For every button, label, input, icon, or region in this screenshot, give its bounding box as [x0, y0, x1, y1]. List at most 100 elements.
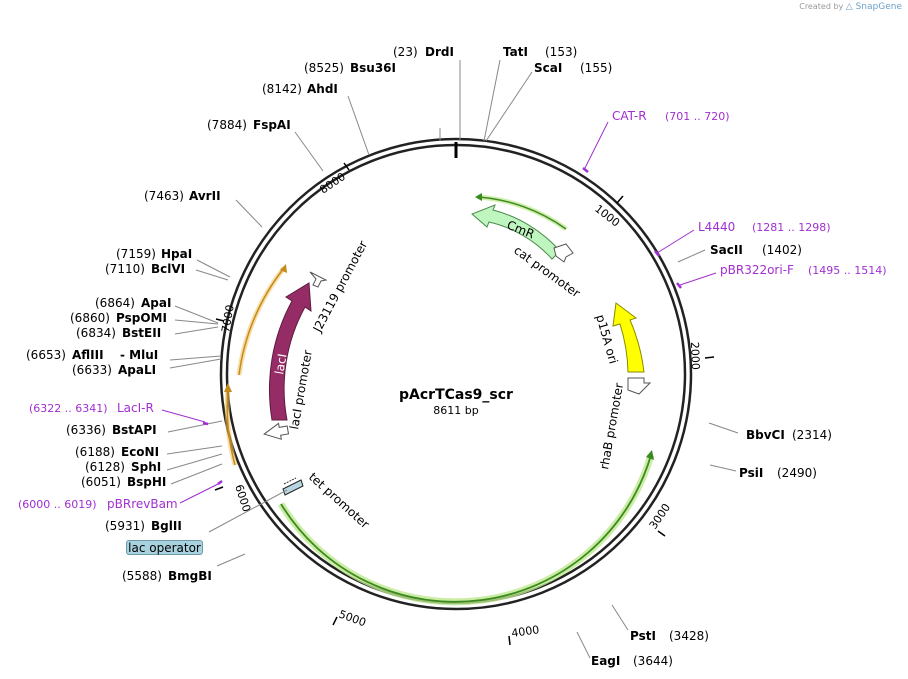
tet-promoter-box [282, 479, 304, 496]
site-name-bsteii: BstEII [122, 326, 161, 340]
site-leaders [166, 59, 739, 659]
site-name-psti: PstI [630, 629, 656, 643]
site-pos-bglii: (5931) [105, 519, 145, 533]
site-name-scai: ScaI [534, 61, 562, 75]
laci-promoter-label: lacI promoter [287, 349, 315, 431]
backbone-ticks [214, 162, 715, 646]
plasmid-name: pAcrTCas9_scr [399, 387, 513, 403]
orange-arc-2-head [224, 383, 232, 392]
site-pos-drdi: (23) [393, 45, 418, 59]
tick-1000: 1000 [592, 202, 622, 229]
laci-promoter-arrow [263, 422, 290, 440]
site-name-apai: ApaI [141, 296, 171, 310]
site-name-bstapi: BstAPI [112, 423, 157, 437]
site-name-bsphi: BspHI [127, 475, 166, 489]
site-name-bsu36i: Bsu36I [350, 61, 396, 75]
site-name-econi: EcoNI [121, 445, 159, 459]
site-name-mlui: - MluI [120, 348, 158, 362]
tick-mark-6000 [214, 486, 224, 491]
site-name-drdi: DrdI [425, 45, 454, 59]
site-name-bclvi: BclVI [151, 262, 185, 276]
site-name-sphi: SphI [131, 460, 161, 474]
site-pos-hpai: (7159) [116, 247, 156, 261]
site-name-afliii: AflIII [72, 348, 104, 362]
site-pos-econi: (6188) [75, 445, 115, 459]
site-name-hpai: HpaI [161, 247, 192, 261]
laci-label: lacI [272, 353, 289, 376]
site-pos-scai: (155) [580, 61, 612, 75]
credit-text: Created by [799, 2, 844, 11]
orange-arc-2-line [226, 387, 236, 466]
cmr-feature[interactable] [470, 193, 568, 260]
primer-name-pbr322ori-f: pBR322ori-F [720, 263, 794, 277]
site-pos-pspomi: (6860) [70, 311, 110, 325]
tet-promoter-arrow [283, 477, 297, 485]
site-pos-tati: (153) [545, 45, 577, 59]
site-pos-psii: (2490) [777, 466, 817, 480]
green-arc-head [646, 450, 654, 460]
site-pos-apai: (6864) [95, 296, 135, 310]
tick-5000: 5000 [337, 608, 368, 630]
credit-brand: SnapGene [855, 2, 902, 12]
site-pos-bbvci: (2314) [792, 428, 832, 442]
j23119-promoter-arrow [309, 271, 328, 288]
tick-mark-7000 [215, 318, 225, 322]
site-name-bbvci: BbvCI [746, 428, 785, 442]
tick-mark-5000 [332, 616, 338, 626]
green-arc-line [280, 454, 652, 603]
primer-name-pbrrevbam: pBRrevBam [107, 497, 178, 511]
site-pos-bclvi: (7110) [105, 262, 145, 276]
primer-name-laci-r: LacI-R [117, 401, 154, 415]
site-name-avrii: AvrII [189, 189, 221, 203]
site-pos-psti: (3428) [669, 629, 709, 643]
tick-mark-8000 [343, 162, 350, 171]
site-pos-bsteii: (6834) [76, 326, 116, 340]
laci-feature[interactable] [268, 282, 312, 421]
lac-operator-label: lac operator [128, 541, 201, 555]
site-pos-ahdi: (8142) [262, 82, 302, 96]
site-name-bmgbi: BmgBI [168, 569, 212, 583]
backbone [219, 137, 693, 611]
primer-range-cat-r: (701 .. 720) [665, 110, 730, 123]
snapgene-credit: Created by △ SnapGene [799, 2, 902, 12]
site-name-bglii: BglII [151, 519, 182, 533]
orange-arc-1-head [280, 264, 287, 273]
orange-arc-1-line [238, 267, 285, 376]
primer-marks [202, 167, 682, 485]
site-name-pspomi: PspOMI [116, 311, 167, 325]
site-pos-bstapi: (6336) [66, 423, 106, 437]
primer-range-pbr322ori-f: (1495 .. 1514) [808, 264, 887, 277]
tick-mark-3000 [657, 530, 666, 537]
tick-mark-4000 [508, 635, 511, 646]
site-pos-eagi: (3644) [633, 654, 673, 668]
cat-promoter-arrow [553, 243, 574, 263]
lac-operator-box[interactable]: lac operator [126, 540, 203, 555]
plasmid-size: 8611 bp [433, 404, 478, 417]
rhab-promoter-label: rhaB promoter [597, 382, 626, 471]
primer-range-pbrrevbam: (6000 .. 6019) [18, 498, 97, 511]
site-name-apali: ApaLI [118, 363, 156, 377]
site-pos-bsu36i: (8525) [304, 61, 344, 75]
tick-2000: 2000 [688, 342, 702, 370]
site-pos-sphi: (6128) [85, 460, 125, 474]
site-pos-apali: (6633) [72, 363, 112, 377]
green-arc [278, 454, 655, 606]
cmr-label: CmR [505, 218, 537, 242]
site-name-fspai: FspAI [253, 118, 291, 132]
tet-promoter-label: tet promoter [306, 470, 372, 531]
j23119-promoter-label: J23119 promoter [310, 238, 370, 335]
rhab-promoter-arrow [627, 377, 652, 395]
primer-range-l4440: (1281 .. 1298) [752, 221, 831, 234]
primer-leaders [161, 121, 717, 504]
tick-mark-1000 [616, 195, 624, 204]
tick-4000: 4000 [511, 623, 541, 640]
tick-7000: 7000 [219, 304, 237, 334]
site-pos-fspai: (7884) [207, 118, 247, 132]
site-pos-avrii: (7463) [144, 189, 184, 203]
site-name-ahdi: AhdI [307, 82, 338, 96]
p15a-ori-feature[interactable] [612, 302, 645, 373]
site-pos-bmgbi: (5588) [122, 569, 162, 583]
site-pos-bsphi: (6051) [81, 475, 121, 489]
site-pos-sacii: (1402) [762, 243, 802, 257]
